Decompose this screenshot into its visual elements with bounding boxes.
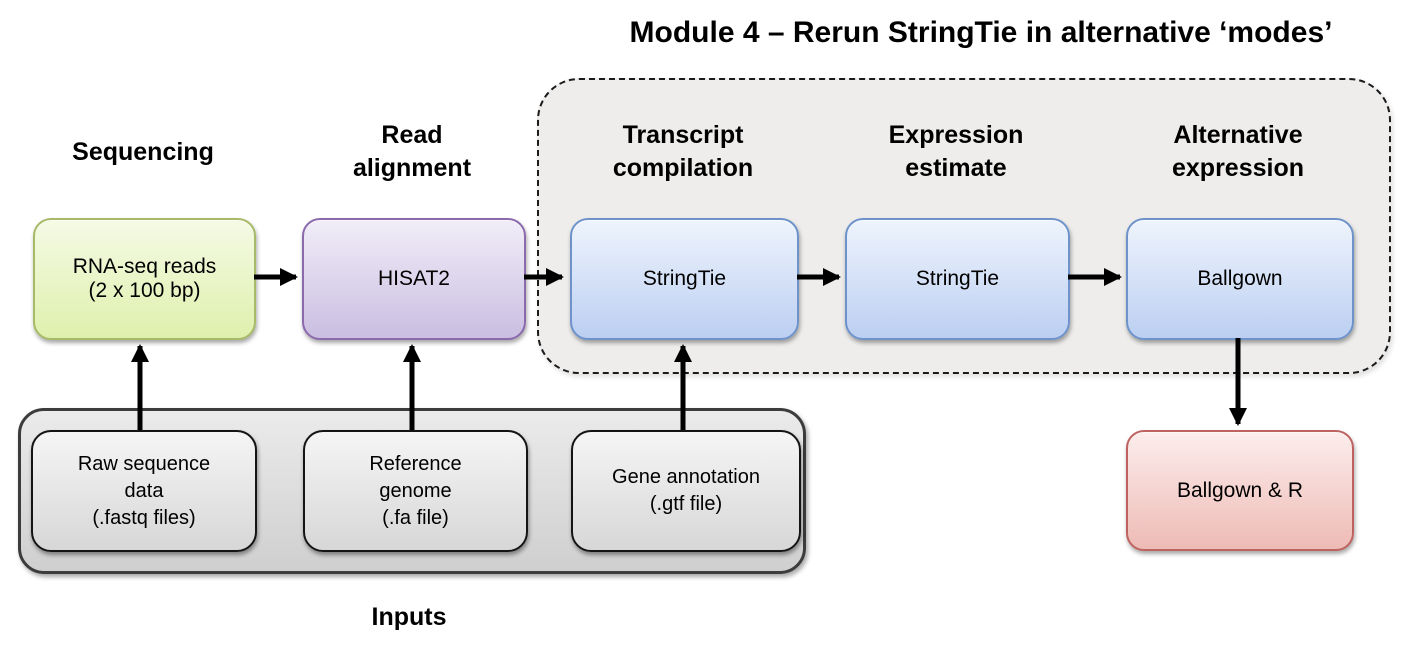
box-ballgown: Ballgown [1126, 218, 1354, 340]
input-box-reference-genome-file: (.fa file) [382, 506, 449, 529]
column-header-expression-estimate: Expression estimate [888, 121, 1024, 182]
input-box-raw-sequence-data: Raw sequence data (.fastq files) [31, 430, 257, 552]
input-box-raw-sequence-data-name: Raw sequence data [77, 452, 211, 502]
box-hisat2-label: HISAT2 [378, 267, 450, 290]
box-ballgown-and-r-label: Ballgown & R [1176, 478, 1304, 502]
box-stringtie-2-label: StringTie [915, 267, 1000, 290]
column-header-sequencing: Sequencing [72, 138, 214, 166]
box-stringtie-2: StringTie [845, 218, 1070, 340]
diagram-title: Module 4 – Rerun StringTie in alternativ… [629, 16, 1333, 49]
input-box-reference-genome-name: Reference genome [369, 452, 462, 502]
input-box-gene-annotation-name: Gene annotation [612, 466, 760, 488]
box-hisat2: HISAT2 [302, 218, 526, 340]
inputs-label: Inputs [371, 603, 447, 631]
column-header-transcript-compilation: Transcript compilation [612, 121, 754, 182]
input-box-gene-annotation: Gene annotation (.gtf file) [571, 430, 801, 552]
column-header-read-alignment: Read alignment [352, 121, 472, 182]
box-stringtie-1: StringTie [570, 218, 799, 340]
input-box-reference-genome: Reference genome (.fa file) [303, 430, 528, 552]
box-rna-seq-reads-label: RNA-seq reads (2 x 100 bp) [72, 255, 217, 302]
box-rna-seq-reads: RNA-seq reads (2 x 100 bp) [33, 218, 256, 340]
input-box-gene-annotation-file: (.gtf file) [649, 493, 723, 515]
box-ballgown-label: Ballgown [1197, 267, 1283, 290]
box-stringtie-1-label: StringTie [642, 267, 727, 290]
column-header-alternative-expression: Alternative expression [1171, 121, 1304, 182]
input-box-raw-sequence-data-file: (.fastq files) [92, 506, 196, 529]
box-ballgown-and-r: Ballgown & R [1126, 430, 1354, 551]
